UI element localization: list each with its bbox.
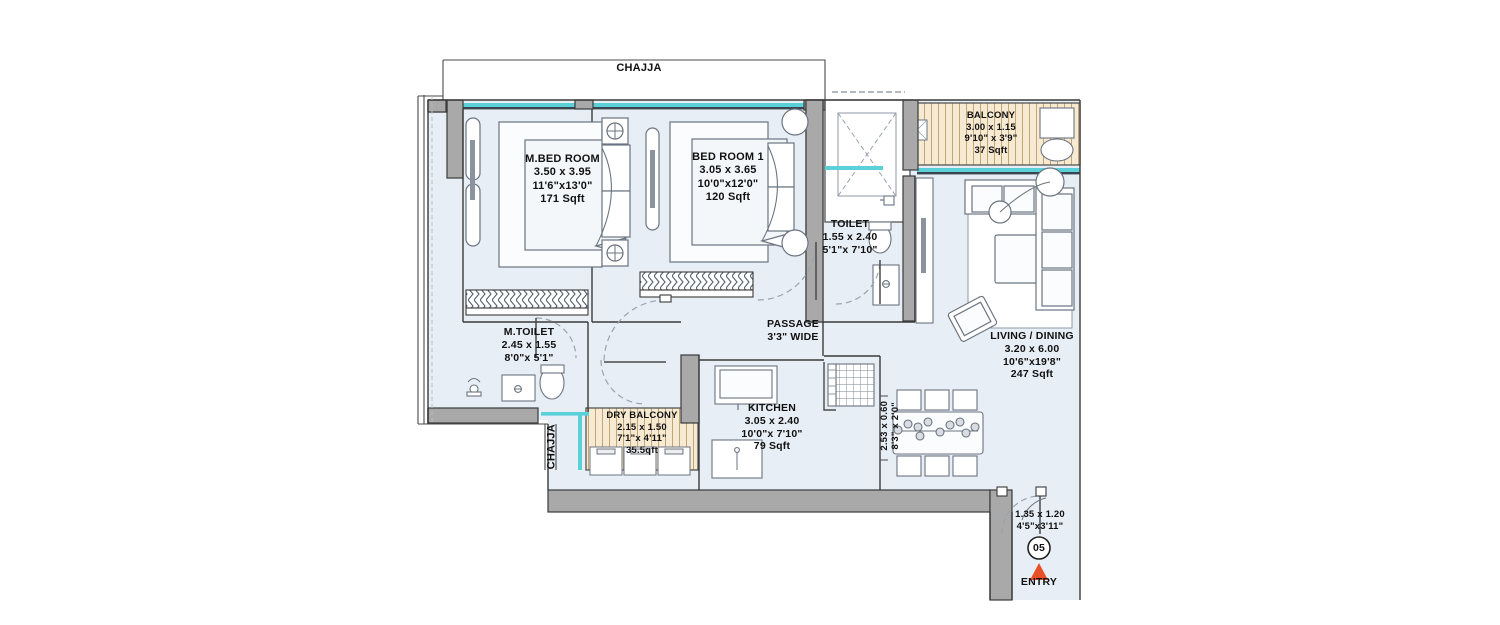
room-label-bed-room-1: BED ROOM 1 3.05 x 3.65 10'0"x12'0" 120 S…: [668, 151, 788, 205]
living-dining-dim-imperial: 10'6"x19'8": [1002, 355, 1062, 368]
toilet-fixtures: [868, 177, 934, 324]
dry-balcony-area: 35.5qft: [625, 444, 659, 456]
m-toilet-name: M.TOILET: [503, 326, 555, 338]
passage-width: 3'3" WIDE: [767, 330, 819, 343]
window-glazing: [463, 103, 1080, 470]
balcony-dim-metric: 3.00 x 1.15: [966, 121, 1016, 133]
room-label-m-bed-room: M.BED ROOM 3.50 x 3.95 11'6"x13'0" 171 S…: [500, 153, 625, 207]
entry-dim-metric: 1.35 x 1.20: [1015, 509, 1065, 520]
bed-room-1-dim-metric: 3.05 x 3.65: [699, 164, 757, 177]
toilet-dim-metric: 1.55 x 2.40: [822, 230, 878, 243]
living-dining-name: LIVING / DINING: [990, 330, 1074, 342]
passage-name: PASSAGE: [767, 318, 819, 330]
m-toilet-dim-metric: 2.45 x 1.55: [501, 338, 557, 351]
duct-dim-imperial: 8'3" x 2'0": [890, 402, 902, 450]
kitchen-dim-metric: 3.05 x 2.40: [744, 414, 800, 427]
label-passage: PASSAGE 3'3" WIDE: [748, 318, 838, 344]
kitchen-name: KITCHEN: [747, 402, 797, 414]
balcony-area: 37 Sqft: [974, 144, 1008, 156]
bed-room-1-area: 120 Sqft: [705, 191, 751, 204]
room-label-balcony: BALCONY 3.00 x 1.15 9'10" x 3'9" 37 Sqft: [945, 110, 1037, 156]
label-duct-dimension: 2.53 x 0.60: [879, 381, 891, 471]
m-toilet-fixtures: [466, 364, 565, 402]
service-duct-shaft: [824, 91, 911, 223]
balcony-dim-imperial: 9'10" x 3'9": [964, 133, 1018, 145]
m-bed-room-wardrobe: [465, 289, 589, 316]
bed-room-1-wardrobe: [639, 271, 754, 298]
bed-room-1-dim-imperial: 10'0"x12'0": [697, 177, 759, 190]
label-entry-dimension: 1.35 x 1.20 4'5"x3'11": [1000, 509, 1080, 532]
label-chajja-top: CHAJJA: [589, 62, 689, 75]
kitchen-dim-imperial: 10'0"x 7'10": [741, 427, 803, 440]
m-bed-room-area: 171 Sqft: [540, 193, 585, 206]
label-chajja-left: CHAJJA: [545, 414, 558, 480]
dry-balcony-area: [585, 407, 699, 476]
entry-badge-label: 05: [1024, 542, 1054, 555]
door-jambs: [659, 294, 1047, 497]
toilet-dim-imperial: 5'1"x 7'10": [822, 243, 878, 256]
kitchen-fixtures: [711, 362, 875, 479]
kitchen-area: 79 Sqft: [753, 440, 791, 453]
entry-leader: [1021, 497, 1047, 521]
room-label-toilet: TOILET 1.55 x 2.40 5'1"x 7'10": [808, 218, 892, 256]
balcony-name: BALCONY: [966, 110, 1016, 121]
bed-room-1-furniture: [645, 108, 809, 263]
toilet-name: TOILET: [830, 218, 870, 230]
m-bed-room-dim-imperial: 11'6"x13'0": [532, 179, 593, 192]
living-dining-dim-metric: 3.20 x 6.00: [1004, 342, 1060, 355]
chajja-left-text: CHAJJA: [545, 424, 558, 470]
label-entry: ENTRY: [1009, 576, 1069, 589]
m-toilet-dim-imperial: 8'0"x 5'1": [504, 351, 554, 364]
door-leaf-lines: [535, 242, 1041, 534]
entry-dim-imperial: 4'5"x3'11": [1016, 520, 1064, 532]
dry-balcony-name: DRY BALCONY: [606, 410, 678, 421]
entry-badge-circle: [1027, 536, 1051, 560]
room-label-kitchen: KITCHEN 3.05 x 2.40 10'0"x 7'10" 79 Sqft: [723, 402, 821, 453]
bed-room-1-name: BED ROOM 1: [692, 151, 764, 163]
room-label-m-toilet: M.TOILET 2.45 x 1.55 8'0"x 5'1": [485, 326, 573, 364]
dry-balcony-dim-imperial: 7'1"x 4'11": [617, 433, 667, 445]
partition-lines: [427, 99, 1081, 600]
duct-dim-metric: 2.53 x 0.60: [879, 400, 891, 451]
dining-set: [892, 389, 984, 477]
label-duct-dimension-imperial: 8'3" x 2'0": [890, 381, 902, 471]
entry-arrow-icon: [1030, 563, 1048, 580]
m-bed-room-name: M.BED ROOM: [525, 153, 600, 165]
m-bed-room-dim-metric: 3.50 x 3.95: [533, 166, 592, 179]
entry-badge-text: 05: [1032, 542, 1046, 554]
entry-text: ENTRY: [1020, 576, 1058, 588]
chajja-top-text: CHAJJA: [616, 62, 662, 74]
room-label-dry-balcony: DRY BALCONY 2.15 x 1.50 7'1"x 4'11" 35.5…: [596, 410, 688, 456]
living-dining-area: 247 Sqft: [1010, 368, 1054, 381]
living-dining-furniture: [947, 167, 1075, 342]
room-label-living-dining: LIVING / DINING 3.20 x 6.00 10'6"x19'8" …: [975, 330, 1089, 381]
duct-dimension-leader: [880, 395, 888, 461]
door-swing-arcs: [535, 241, 1041, 535]
dry-balcony-dim-metric: 2.15 x 1.50: [617, 421, 667, 433]
m-bed-room-furniture: [465, 117, 631, 268]
chajja-outline: [417, 59, 826, 470]
